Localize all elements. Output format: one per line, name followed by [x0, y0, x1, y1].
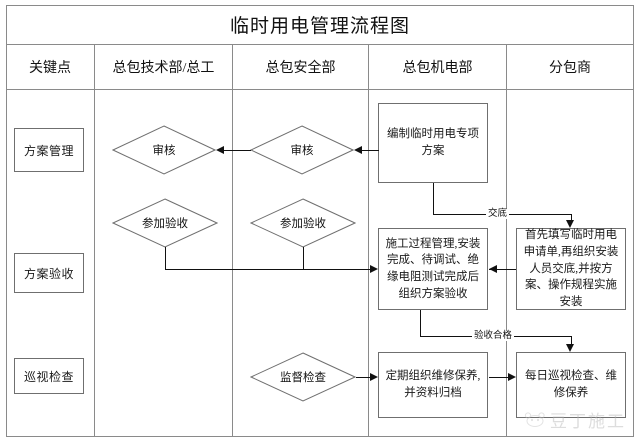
node-mep-process[interactable]: 施工过程管理,安装完成、待调试、绝缘电阻测试完成后组织方案验收: [378, 228, 488, 310]
arrowhead-sub-install: [566, 220, 574, 228]
keypoint-patrol-inspection[interactable]: 巡视检查: [14, 358, 84, 394]
column-header-row: 关键点 总包技术部/总工 总包安全部 总包机电部 分包商: [6, 45, 634, 90]
table-frame: [6, 5, 634, 437]
edge-sub-install-to-mep-process: [489, 269, 516, 270]
arrowhead-sub-patrol: [566, 344, 574, 352]
chart-title-bar: 临时用电管理流程图: [6, 5, 634, 45]
node-sub-patrol[interactable]: 每日巡视检查、维修保养: [516, 352, 626, 418]
watermark-text: 豆丁施工: [550, 412, 626, 431]
node-sub-install[interactable]: 首先填写临时用电申请单,再组织安装人员交底,并按方案、操作规程实施安装: [516, 228, 626, 310]
keypoint-plan-management[interactable]: 方案管理: [14, 128, 84, 172]
column-divider-3: [368, 45, 369, 436]
arrowhead-safety-review: [354, 146, 362, 154]
column-header-tech: 总包技术部/总工: [112, 61, 215, 76]
edge-maintain-to-patrol: [489, 377, 508, 378]
column-header-keypoint: 关键点: [29, 61, 71, 76]
edge-safety-review-to-tech-review: [224, 150, 251, 151]
node-tech-review[interactable]: 审核: [112, 125, 216, 175]
edge-safety-acceptance-down: [303, 247, 304, 269]
arrowhead-mep-process-left: [370, 265, 378, 273]
edge-plan-to-safety-review: [362, 150, 379, 151]
arrowhead-mep-maintain: [370, 373, 378, 381]
edge-accepted-down: [571, 336, 572, 345]
column-header-safety: 总包安全部: [265, 61, 336, 76]
node-safety-review[interactable]: 审核: [250, 125, 354, 175]
node-mep-maintain[interactable]: 定期组织维修保养,并资料归档: [378, 352, 488, 418]
arrowhead-mep-process: [489, 265, 497, 273]
node-safety-acceptance[interactable]: 参加验收: [250, 198, 356, 248]
page-title: 临时用电管理流程图: [229, 16, 410, 37]
edge-safety-acceptance-right: [303, 269, 370, 270]
column-divider-1: [94, 45, 95, 436]
panda-logo-icon: [524, 411, 545, 427]
edge-tech-acceptance-right: [165, 269, 370, 270]
node-mep-plan[interactable]: 编制临时用电专项方案: [378, 103, 488, 183]
diamond-shape: [112, 198, 218, 248]
node-tech-acceptance[interactable]: 参加验收: [112, 198, 218, 248]
column-header-sub: 分包商: [549, 61, 591, 76]
edge-disclosure-down: [571, 214, 572, 221]
column-divider-4: [506, 45, 507, 436]
keypoint-plan-acceptance[interactable]: 方案验收: [14, 253, 84, 293]
arrowhead-sub-patrol-left: [508, 373, 516, 381]
diamond-shape: [250, 125, 354, 175]
arrowhead-tech-review: [216, 146, 224, 154]
edge-label-disclosure: 交底: [486, 209, 510, 219]
column-divider-2: [232, 45, 233, 436]
watermark: 豆丁施工: [524, 407, 626, 432]
diamond-shape: [250, 198, 356, 248]
diamond-shape: [112, 125, 216, 175]
diamond-shape: [250, 352, 356, 402]
edge-supervise-to-maintain: [356, 377, 370, 378]
edge-label-accepted: 验收合格: [472, 331, 515, 341]
column-header-mep: 总包机电部: [402, 61, 473, 76]
node-safety-supervise[interactable]: 监督检查: [250, 352, 356, 402]
edge-plan-down: [433, 183, 434, 214]
edge-mep-process-down: [420, 310, 421, 336]
edge-tech-acceptance-down: [165, 247, 166, 269]
